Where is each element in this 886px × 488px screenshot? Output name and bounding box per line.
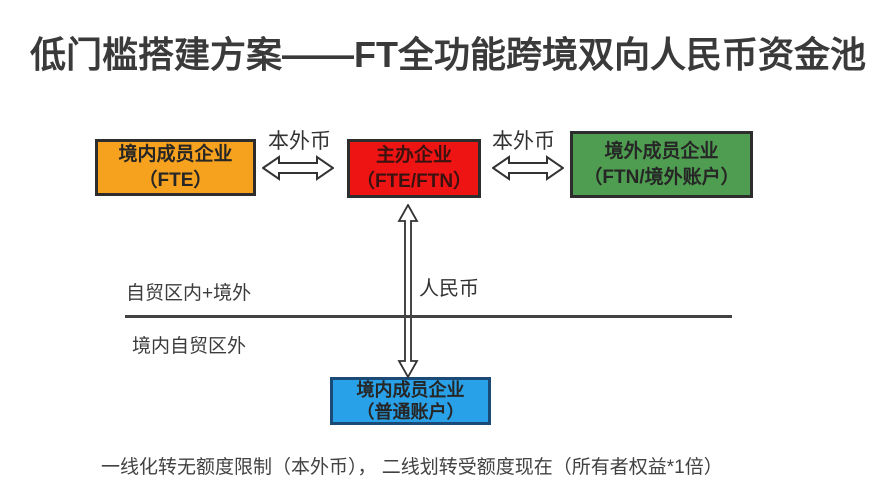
label-zone-above: 自贸区内+境外 [126, 283, 252, 304]
box-domestic-member-fte-line1: 境内成员企业 [118, 143, 233, 165]
label-currency-right: 本外币 [492, 130, 555, 153]
box-overseas-member-line2: （FTN/境外账户） [583, 166, 740, 188]
footnote-text: 一线化转无额度限制（本外币）， 二线划转受额度现在（所有者权益*1倍） [101, 457, 723, 478]
box-domestic-member-fte: 境内成员企业 （FTE） [95, 139, 256, 196]
box-sponsor-enterprise-line2: （FTE/FTN） [355, 170, 473, 192]
box-sponsor-enterprise: 主办企业 （FTE/FTN） [347, 139, 481, 198]
label-currency-left: 本外币 [268, 130, 331, 153]
double-arrow-icon-left [262, 155, 334, 181]
box-overseas-member-line1: 境外成员企业 [604, 140, 719, 162]
box-domestic-member-fte-line2: （FTE） [138, 169, 213, 191]
label-rmb: 人民币 [419, 278, 479, 300]
slide-title: 低门槛搭建方案——FT全功能跨境双向人民币资金池 [30, 34, 866, 75]
double-arrow-icon-right [492, 155, 564, 181]
box-domestic-ordinary-line2: （普通账户） [356, 402, 465, 422]
double-arrow-icon-vertical [397, 204, 419, 378]
box-sponsor-enterprise-line1: 主办企业 [375, 144, 452, 166]
box-overseas-member: 境外成员企业 （FTN/境外账户） [570, 131, 753, 198]
label-zone-below: 境内自贸区外 [132, 336, 247, 357]
box-domestic-ordinary-account: 境内成员企业 （普通账户） [330, 377, 491, 425]
box-domestic-ordinary-line1: 境内成员企业 [356, 379, 465, 400]
zone-divider-line [125, 315, 732, 318]
